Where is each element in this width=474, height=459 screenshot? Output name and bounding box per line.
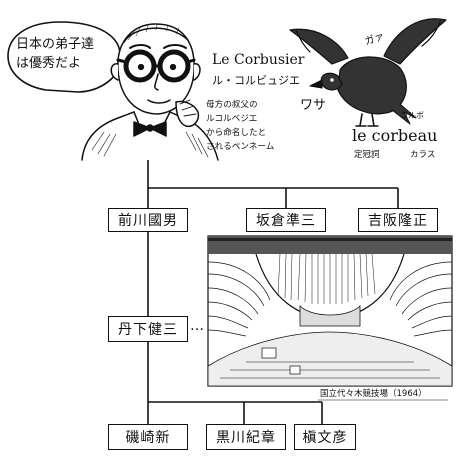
note-line-4: されるペンネーム (206, 142, 275, 152)
le-corbusier-portrait (81, 23, 219, 161)
stadium-caption: 国立代々木競技場（1964） (320, 389, 427, 399)
tree-connectors (147, 160, 399, 424)
node-isozaki: 磯崎新 (108, 424, 188, 450)
node-kurokawa: 黒川紀章 (206, 424, 286, 450)
corbeau-meaning: カラス (410, 150, 436, 160)
node-tange: 丹下健三 (108, 316, 188, 342)
stadium-illustration (207, 235, 453, 387)
node-sakakura: 坂倉準三 (246, 208, 326, 232)
corbusier-name-latin: Le Corbusier (212, 52, 305, 68)
crow-sfx-wasa: ワサ (300, 98, 327, 113)
tange-ellipsis: … (190, 318, 205, 334)
pen-name-note: 母方の叔父の ルコルベジエ から命名したと されるペンネーム (206, 98, 274, 154)
corbeau-ruby: コルボ (400, 111, 424, 120)
speech-line-1: 日本の弟子達 (16, 37, 95, 52)
note-line-1: 母方の叔父の (206, 100, 258, 110)
speech-line-2: は優秀だよ (16, 56, 82, 71)
note-line-3: から命名したと (206, 128, 267, 138)
crow-illustration (289, 18, 447, 127)
node-yoshizaka: 吉阪隆正 (358, 208, 438, 232)
corbusier-name-kana: ル・コルビュジエ (212, 74, 300, 87)
node-maekawa: 前川國男 (108, 208, 188, 232)
speech-bubble-text: 日本の弟子達 は優秀だよ (16, 35, 112, 73)
corbeau-word: le corbeau (352, 126, 438, 145)
article-gloss: 定冠詞 (354, 150, 380, 160)
speech-bubble (7, 21, 143, 93)
note-line-2: ルコルベジエ (206, 114, 258, 124)
node-maki: 槇文彦 (294, 424, 356, 450)
